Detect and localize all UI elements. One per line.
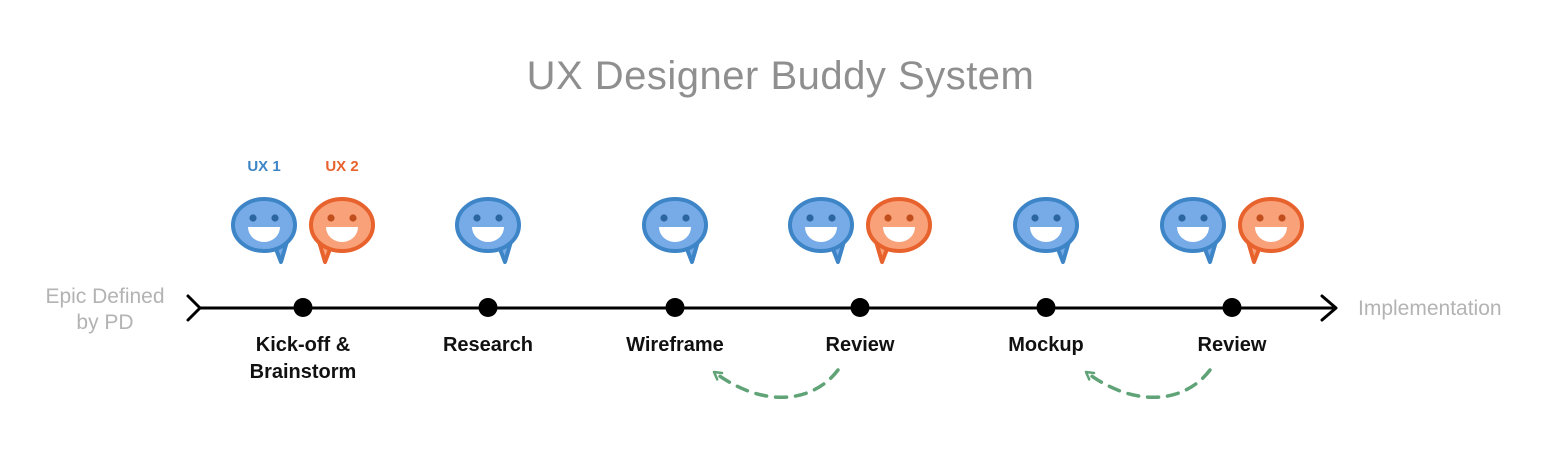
timeline-start-label: Epic Defined by PD xyxy=(45,285,165,335)
ux1-smiley-bubble-icon xyxy=(785,196,857,264)
timeline-milestone-dot xyxy=(850,298,870,317)
timeline-milestone-dot xyxy=(478,298,498,317)
stage-review-1: Review xyxy=(750,150,970,440)
stage-label: Review xyxy=(825,334,895,356)
stage-label: Wireframe xyxy=(626,334,724,356)
timeline-milestone-dot xyxy=(1222,298,1242,317)
stage-review-2: Review xyxy=(1122,150,1342,440)
ux1-legend-label: UX 1 xyxy=(247,158,281,175)
feedback-arrow-review-to-wireframe xyxy=(712,368,840,400)
stage-kickoff-brainstorm: UX 1 UX 2 Kick-off & Brainstorm xyxy=(193,150,413,440)
stage-label: Research xyxy=(442,334,534,356)
stage-wireframe: Wireframe xyxy=(565,150,785,440)
ux2-smiley-bubble-icon xyxy=(1235,196,1307,264)
ux2-smiley-bubble-icon xyxy=(306,196,378,264)
stage-label: Review xyxy=(1197,334,1267,356)
ux2-smiley-bubble-icon xyxy=(863,196,935,264)
ux2-legend-label: UX 2 xyxy=(325,158,359,175)
ux1-smiley-bubble-icon xyxy=(228,196,300,264)
stage-research: Research xyxy=(378,150,598,440)
page-title: UX Designer Buddy System xyxy=(526,54,1035,98)
stage-bubbles xyxy=(1122,196,1342,264)
timeline-milestone-dot xyxy=(1036,298,1056,317)
ux1-smiley-bubble-icon xyxy=(639,196,711,264)
ux1-smiley-bubble-icon xyxy=(452,196,524,264)
timeline-end-label: Implementation xyxy=(1358,297,1502,320)
stage-label: Kick-off & Brainstorm xyxy=(249,334,357,383)
ux1-smiley-bubble-icon xyxy=(1157,196,1229,264)
stage-label: Mockup xyxy=(1008,334,1084,356)
ux1-smiley-bubble-icon xyxy=(1010,196,1082,264)
feedback-arrow-review-to-mockup xyxy=(1084,368,1212,400)
timeline-end-arrow xyxy=(1320,294,1338,322)
timeline-milestone-dot xyxy=(293,298,313,317)
stage-mockup: Mockup xyxy=(936,150,1156,440)
timeline-milestone-dot xyxy=(665,298,685,317)
